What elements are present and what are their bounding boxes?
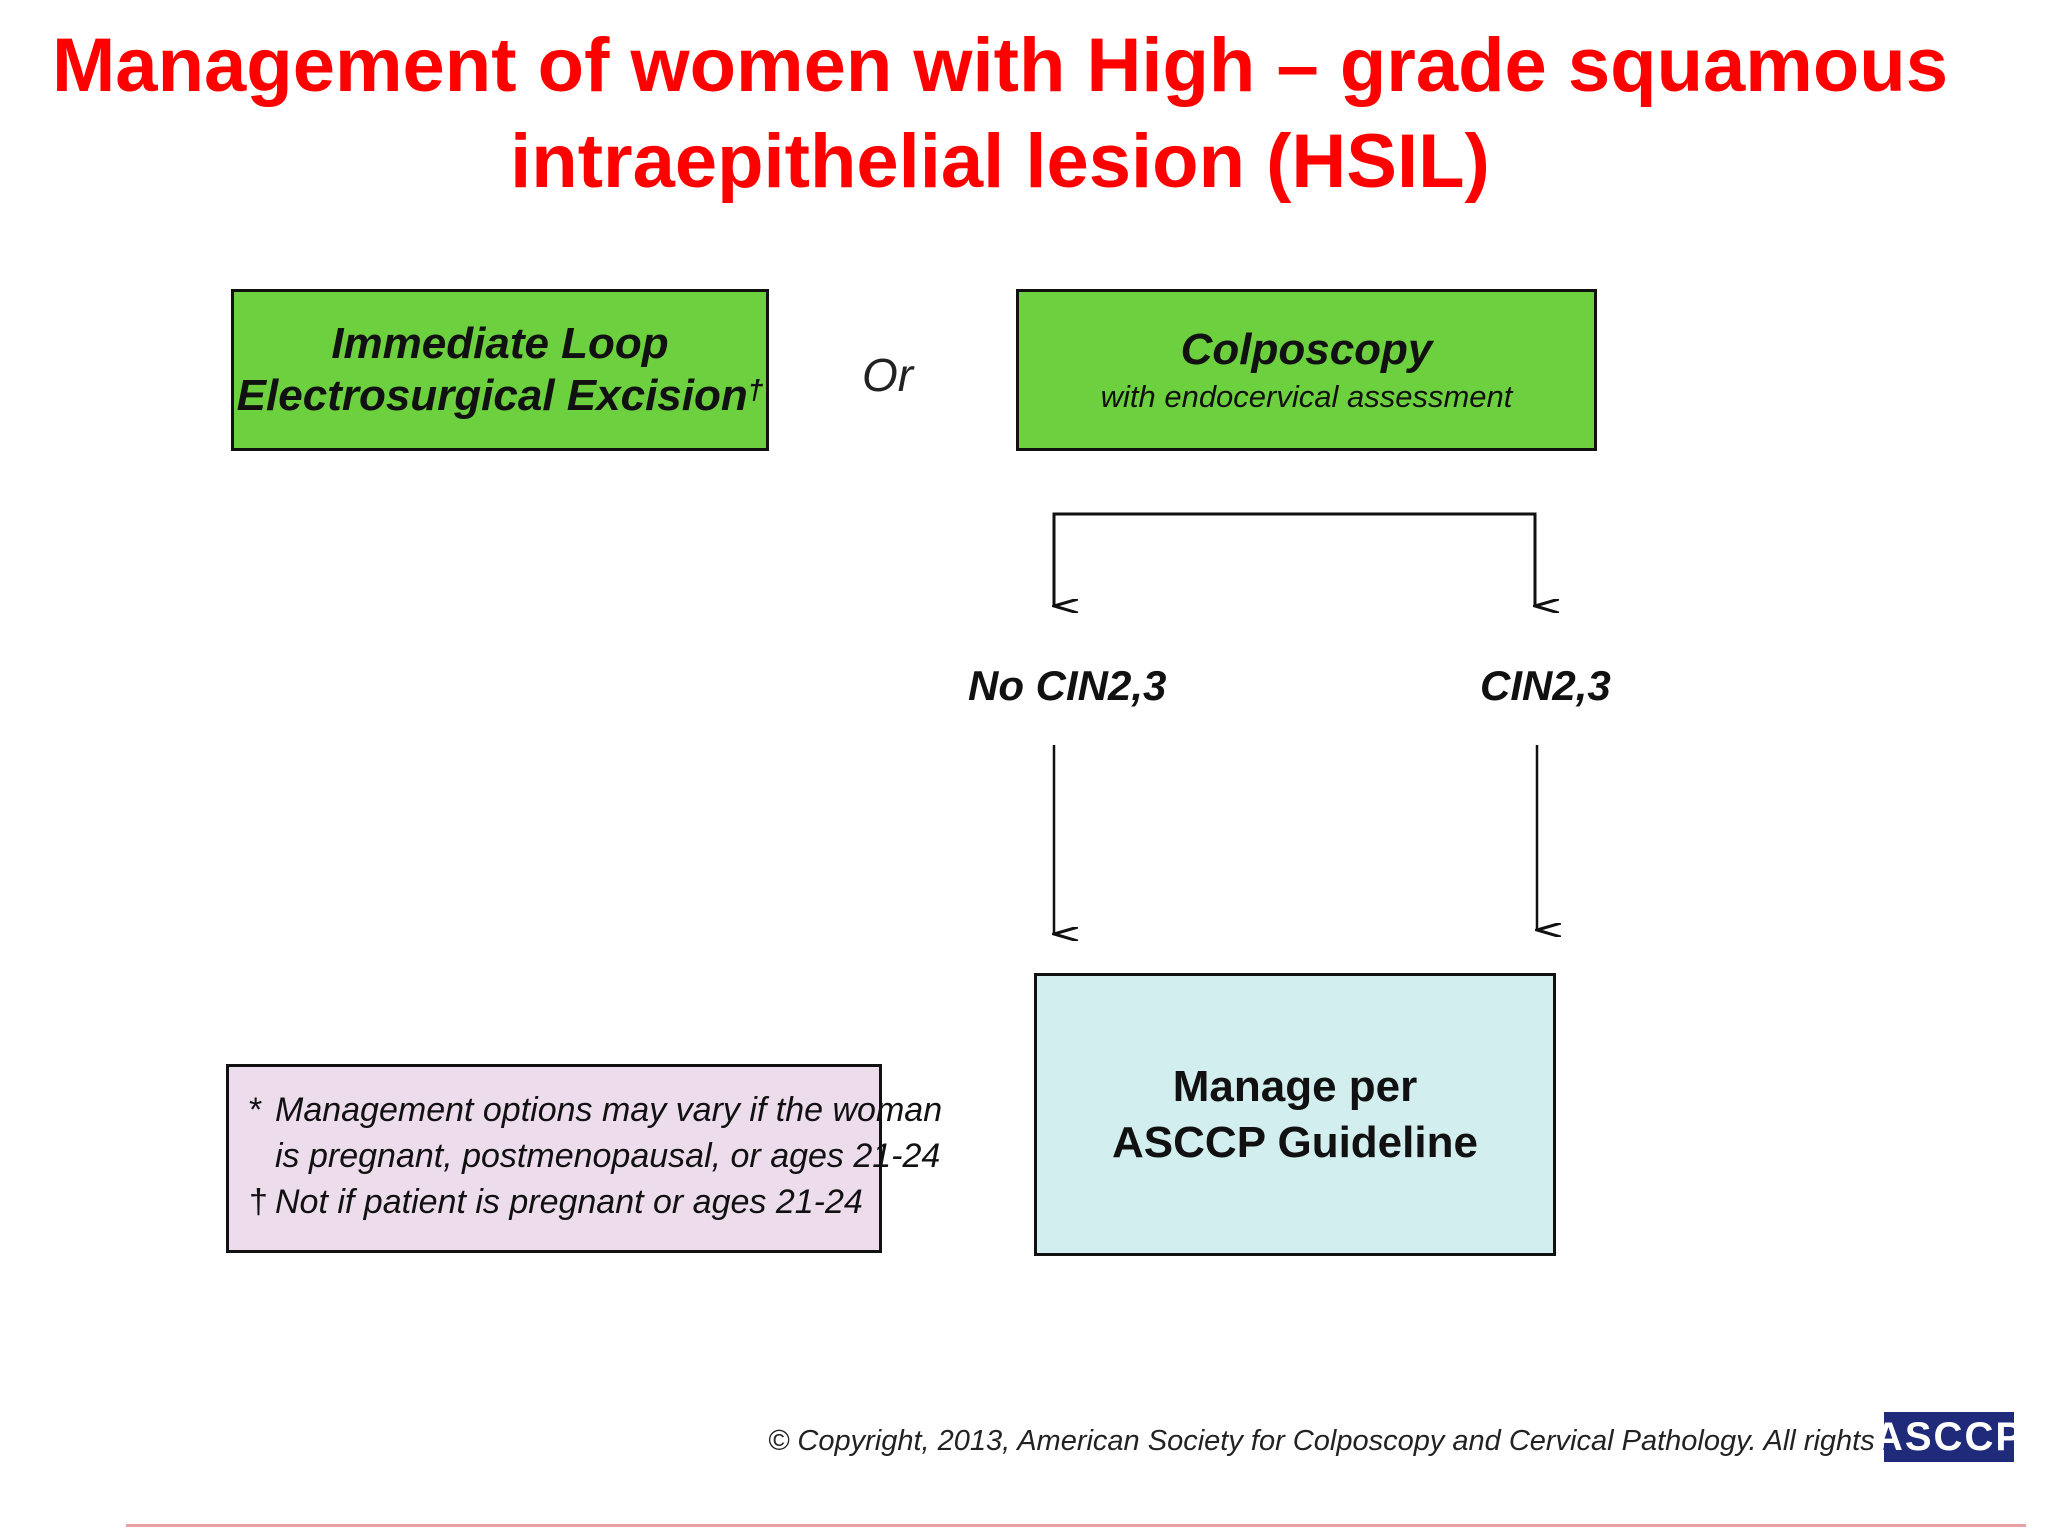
colposcopy-title: Colposcopy <box>1180 325 1433 374</box>
cin-outcome-label: CIN2,3 <box>1480 662 1611 709</box>
manage-guideline-box: Manage per ASCCP Guideline <box>1034 973 1556 1256</box>
branch-connector <box>1052 512 1537 606</box>
no-cin-outcome-label: No CIN2,3 <box>968 662 1167 709</box>
title-line-2: intraepithelial lesion (HSIL) <box>510 119 1490 204</box>
leep-option-box: Immediate Loop Electrosurgical Excision† <box>231 289 769 451</box>
title-line-1: Management of women with High – grade sq… <box>52 23 1948 108</box>
asccp-logo: ASCCP <box>1874 1412 2022 1462</box>
leep-line-2-text: Electrosurgical Excision <box>236 371 748 420</box>
page-title: Management of women with High – grade sq… <box>0 18 2000 210</box>
footnote-dagger-text: Not if patient is pregnant or ages 21-24 <box>275 1183 863 1221</box>
bottom-divider <box>126 1524 2026 1527</box>
manage-line-2: ASCCP Guideline <box>1112 1117 1478 1167</box>
or-label: Or <box>862 349 914 401</box>
dagger-symbol: † <box>249 1183 268 1221</box>
star-symbol: * <box>249 1091 263 1129</box>
footnote-dagger: †Not if patient is pregnant or ages 21-2… <box>249 1179 867 1225</box>
leep-line-1: Immediate Loop <box>331 319 669 368</box>
manage-line-1: Manage per <box>1172 1061 1418 1111</box>
dagger-mark: † <box>747 374 764 405</box>
leep-line-2: Electrosurgical Excision† <box>237 370 764 422</box>
footnotes-box: * Management options may vary if the woma… <box>226 1064 942 1253</box>
colposcopy-subtitle: with endocervical assessment <box>1100 379 1513 414</box>
copyright-notice: © Copyright, 2013, American Society for … <box>768 1425 2004 1457</box>
footnote-star-line-1: Management options may vary if the woman <box>275 1091 943 1129</box>
colposcopy-option-box: Colposcopy with endocervical assessment <box>1016 289 1597 451</box>
footnote-star-line-2: is pregnant, postmenopausal, or ages 21-… <box>275 1137 941 1175</box>
footnote-star: * Management options may vary if the woma… <box>249 1087 942 1133</box>
